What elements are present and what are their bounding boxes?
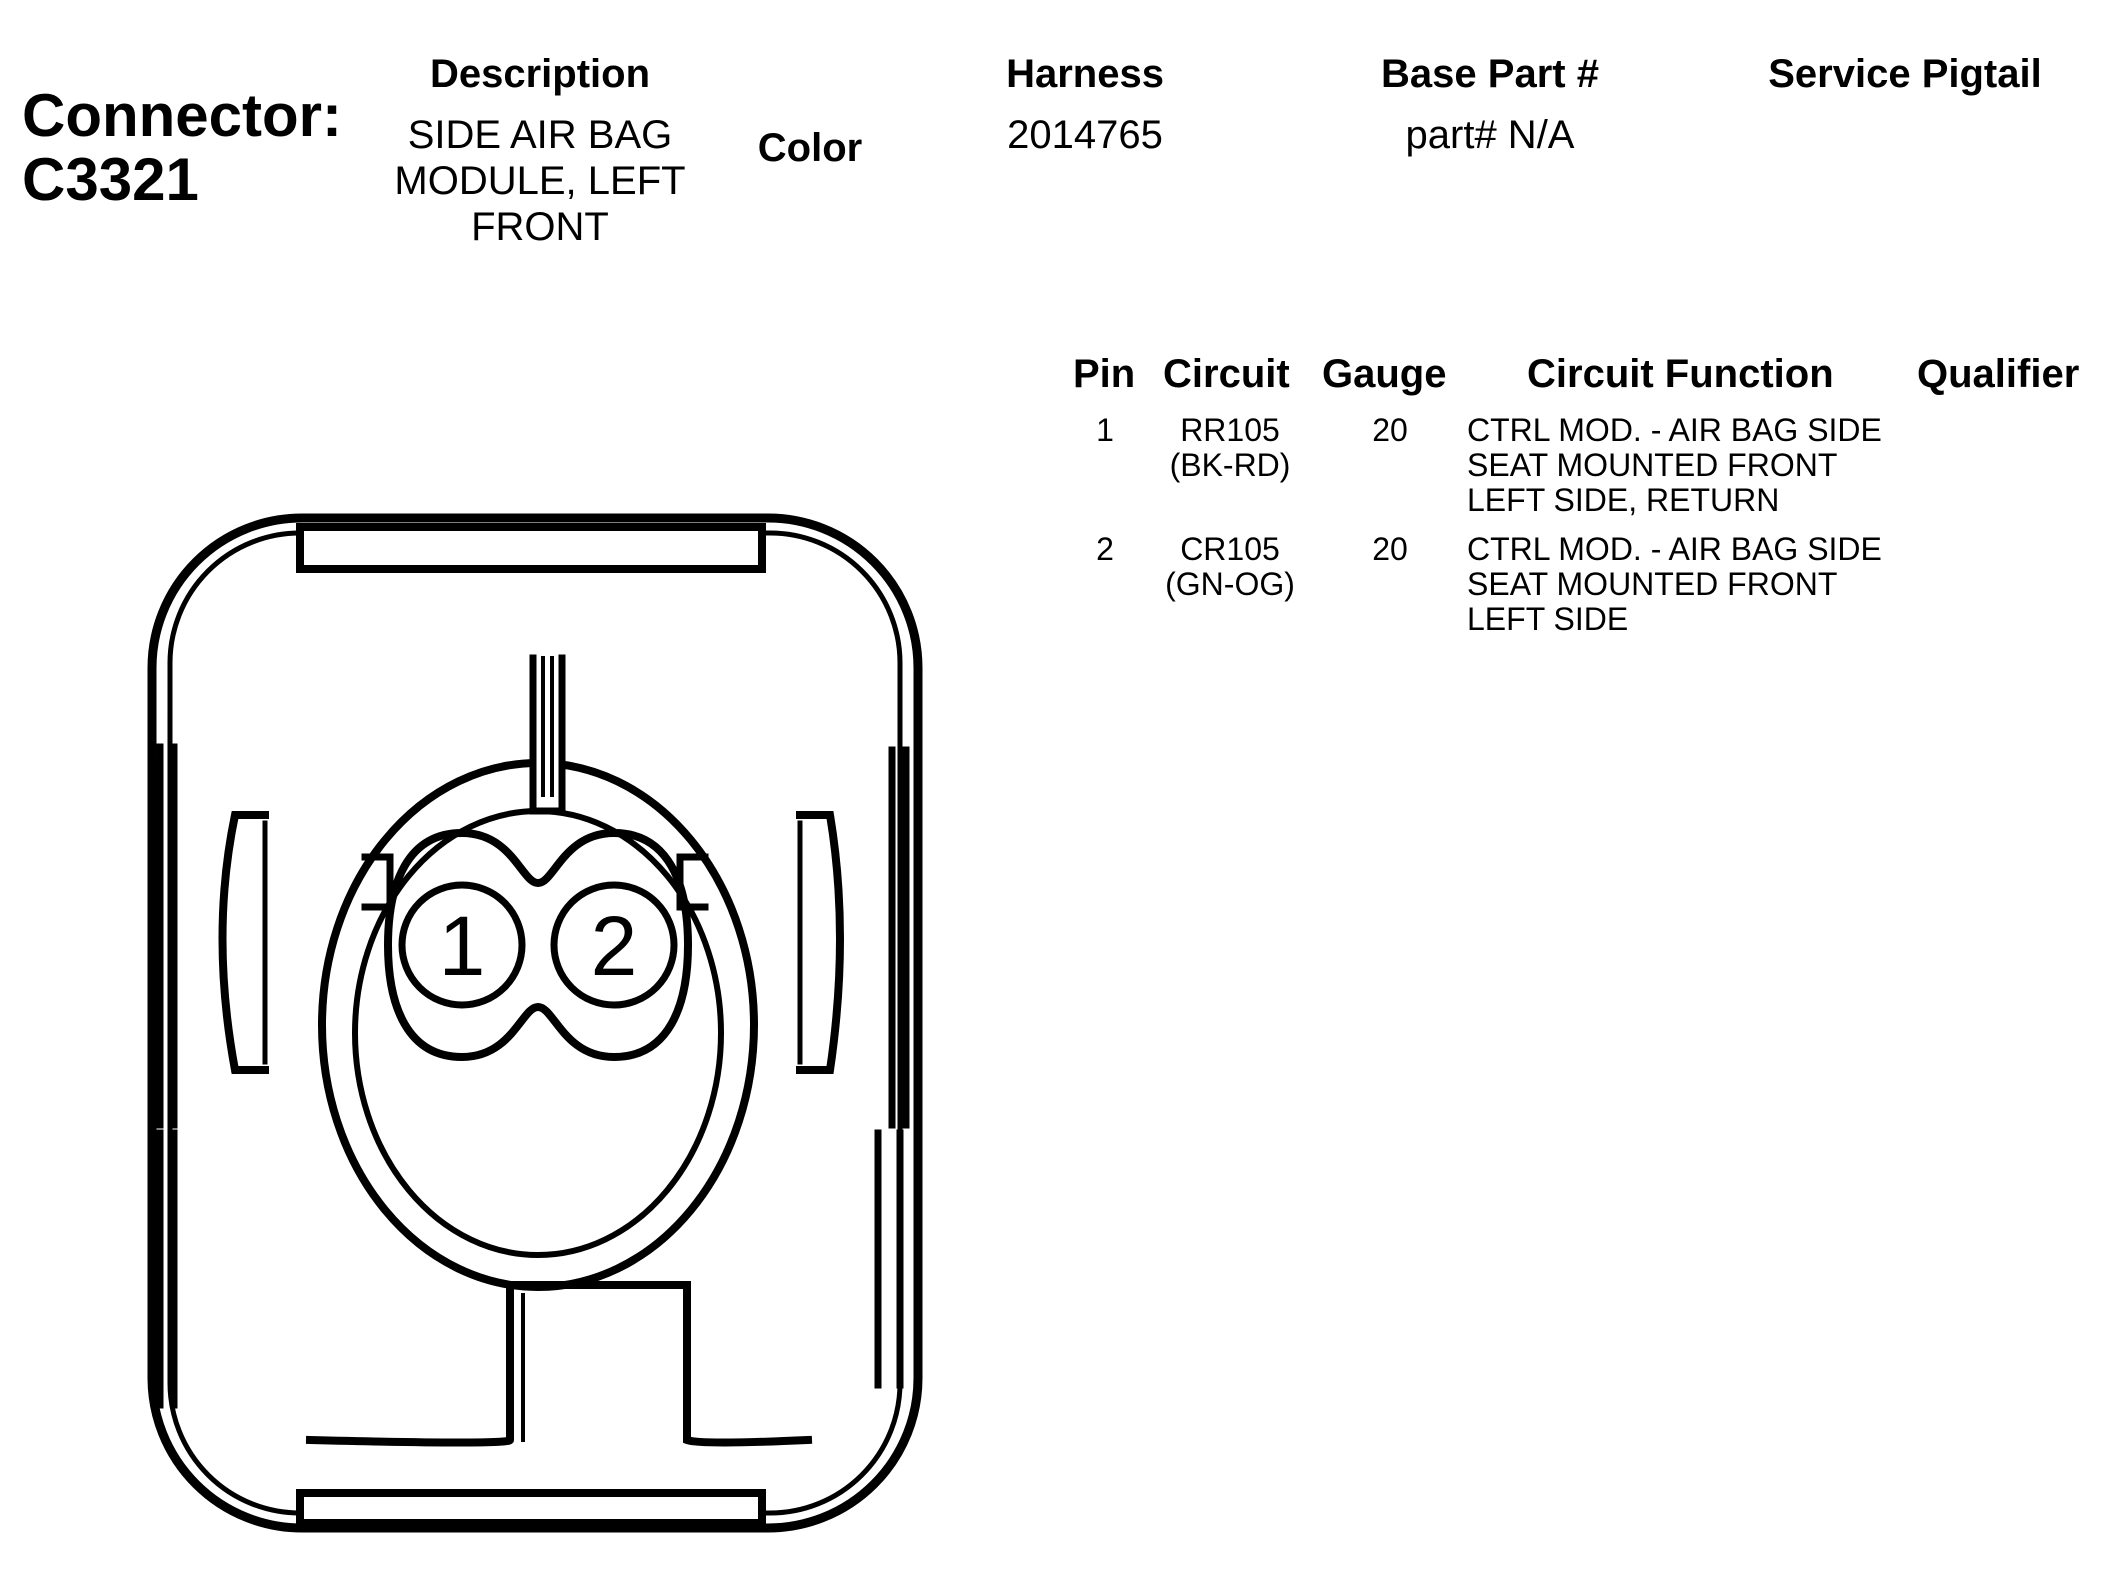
base-part-header: Base Part # [1381,52,1599,96]
connector-label-title: Connector: [22,82,342,149]
description-header: Description [429,52,651,96]
connector-id: C3321 [22,146,199,213]
col-function-header: Circuit Function [1527,352,1834,396]
col-pin-header: Pin [1073,352,1136,396]
left-ear [218,811,269,1074]
circuit-color: (GN-OG) [1165,566,1295,602]
col-circuit-header: Circuit [1163,352,1290,396]
function-line: CTRL MOD. - AIR BAG SIDE [1467,412,1882,448]
function-cell: CTRL MOD. - AIR BAG SIDE SEAT MOUNTED FR… [1467,413,1907,518]
bottom-rail [296,1489,766,1527]
top-key-inner [541,656,554,797]
function-cell: CTRL MOD. - AIR BAG SIDE SEAT MOUNTED FR… [1467,532,1907,637]
left-lock-tab [361,853,394,911]
function-line: LEFT SIDE, RETURN [1467,482,1780,518]
col-qualifier-header: Qualifier [1917,352,2080,396]
color-header: Color [757,126,863,170]
right-ear [796,811,844,1074]
base-part-value: part# N/A [1405,113,1575,157]
pin-1-label: 1 [439,899,486,993]
circuit-id: CR105 [1180,531,1280,567]
description-line: SIDE AIR BAG [407,113,673,157]
pin-1-socket [398,881,526,1009]
gauge-cell: 20 [1372,531,1408,567]
pin-cavity-outer [383,828,693,1062]
pin-2-label: 2 [591,899,638,993]
circuit-cell: RR105 (BK-RD) [1150,413,1310,483]
face-oval-outer [318,759,758,1291]
function-line: LEFT SIDE [1467,601,1629,637]
gauge-cell: 20 [1372,412,1408,448]
connector-label: Connector: C3321 [22,84,342,212]
pin-number: 1 [1096,412,1114,448]
circuit-cell: CR105 (GN-OG) [1150,532,1310,602]
circuit-color: (BK-RD) [1169,447,1291,483]
pin-number: 2 [1096,531,1114,567]
function-line: SEAT MOUNTED FRONT [1467,447,1838,483]
harness-value: 2014765 [1007,113,1163,157]
right-side-rail-lower [874,1129,904,1389]
left-side-rail [156,743,178,1129]
top-key [529,654,566,815]
housing-outer [147,513,923,1533]
description-value: SIDE AIR BAG MODULE, LEFT FRONT [370,112,710,250]
connector-face-diagram: 1 2 [147,513,923,1533]
right-side-rail [888,746,910,1129]
service-pigtail-header: Service Pigtail [1768,52,2042,96]
top-latch [296,523,766,573]
function-line: CTRL MOD. - AIR BAG SIDE [1467,531,1882,567]
col-gauge-header: Gauge [1322,352,1447,396]
function-line: SEAT MOUNTED FRONT [1467,566,1838,602]
left-side-rail-lower [156,1129,178,1409]
description-line: FRONT [471,205,609,249]
pin-2-socket [550,881,678,1009]
description-line: MODULE, LEFT [394,159,686,203]
circuit-id: RR105 [1180,412,1280,448]
bottom-notch [305,1281,813,1447]
harness-header: Harness [1006,52,1164,96]
